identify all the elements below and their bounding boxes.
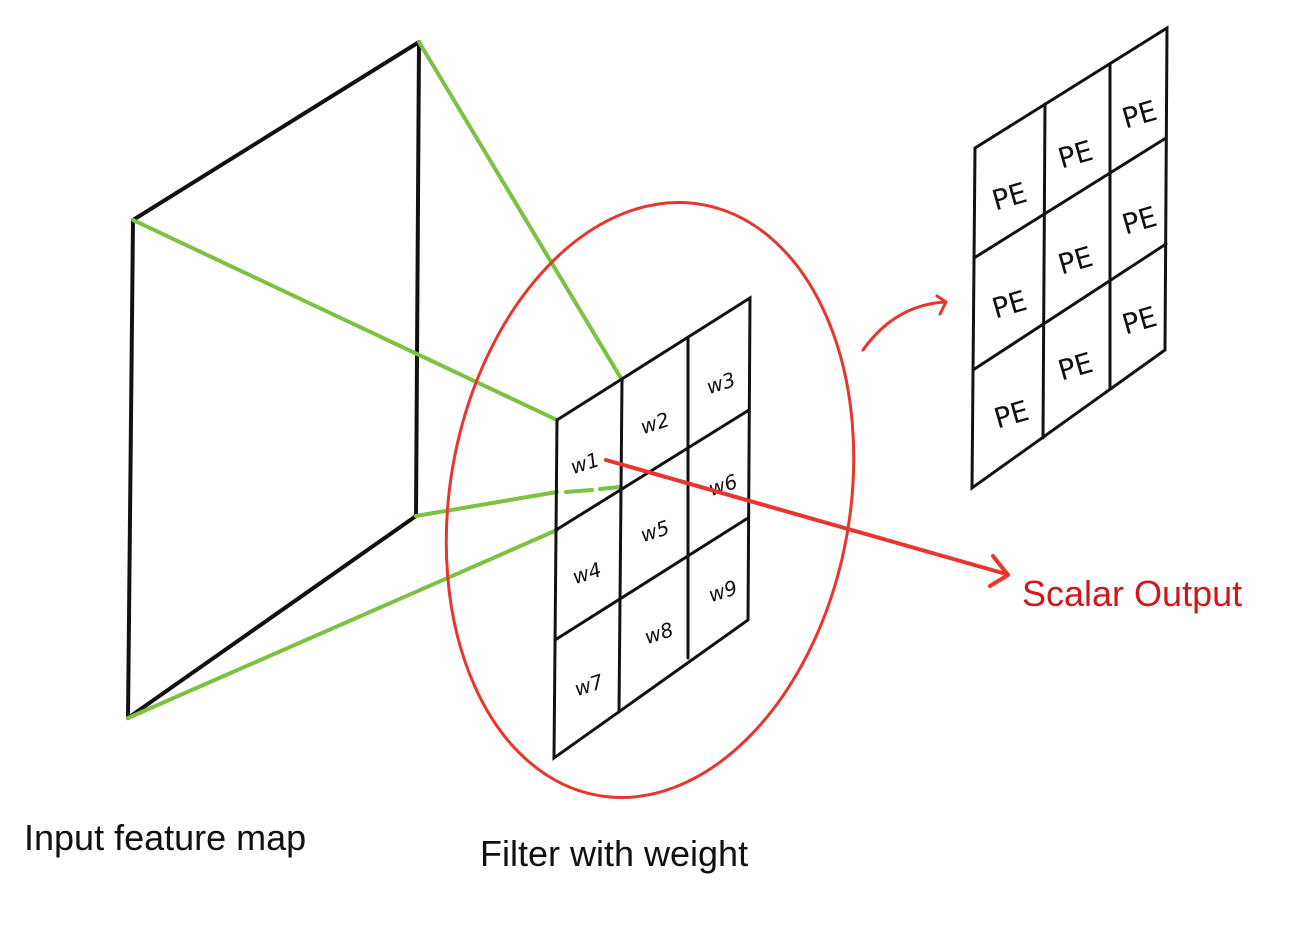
pe-label: PE [988, 284, 1030, 325]
pe-label: PE [1054, 346, 1096, 387]
weight-label: w7 [571, 669, 606, 701]
weight-label: w4 [569, 557, 604, 589]
filter-grid [552, 295, 752, 761]
scalar-output-arrow [604, 458, 1010, 588]
pe-grid [970, 25, 1169, 491]
pe-label: PE [1054, 134, 1096, 175]
pe-label: PE [1118, 200, 1160, 241]
scalar-output-label: Scalar Output [1022, 573, 1242, 614]
projection-lines [126, 40, 624, 720]
pe-label: PE [988, 176, 1030, 217]
filter-weight-labels: w1 w2 w3 w4 w5 w6 w7 w8 w9 [567, 367, 740, 701]
input-feature-map-caption: Input feature map [24, 817, 306, 858]
pe-label: PE [1118, 300, 1160, 341]
pe-label: PE [990, 394, 1032, 435]
pe-label: PE [1054, 240, 1096, 281]
weight-label: w5 [637, 515, 672, 547]
filter-caption: Filter with weight [480, 833, 748, 874]
pe-label: PE [1118, 94, 1160, 135]
input-feature-map [126, 40, 421, 720]
weight-label: w3 [703, 367, 738, 399]
weight-label: w2 [637, 407, 672, 439]
pe-grid-arrow [861, 294, 948, 352]
weight-label: w9 [705, 575, 740, 607]
filter-highlight-ellipse [444, 201, 856, 799]
weight-label: w8 [641, 617, 676, 649]
weight-label: w1 [567, 447, 602, 479]
